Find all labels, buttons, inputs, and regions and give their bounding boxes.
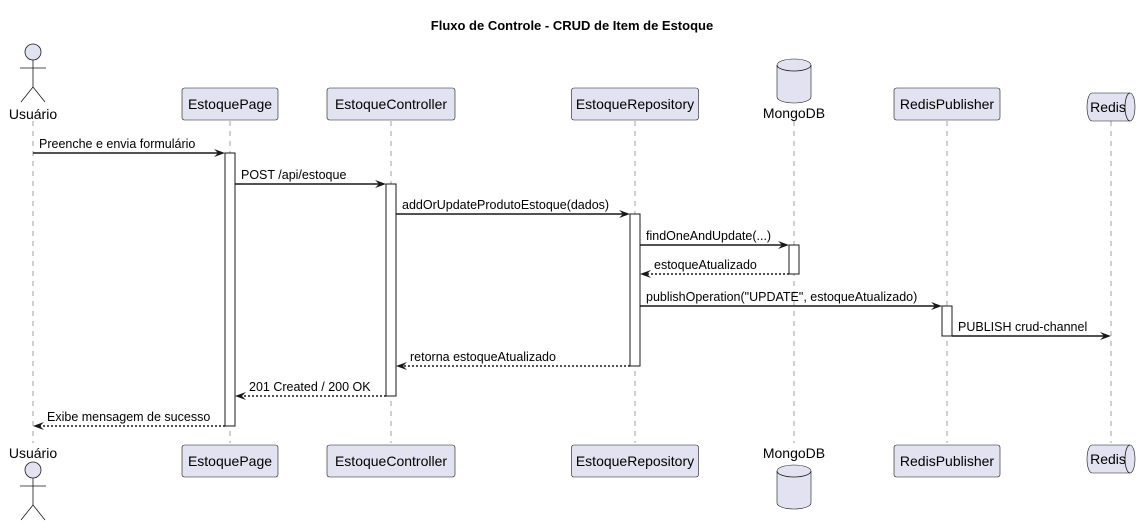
participant-redis-bottom: Redis (1086, 444, 1136, 474)
participant-box (571, 87, 699, 121)
message-label: Exibe mensagem de sucesso (47, 410, 210, 424)
actor-legs (20, 504, 46, 521)
participant-estoquerepository-bottom: EstoqueRepository (571, 444, 699, 478)
message-label: estoqueAtualizado (654, 258, 757, 272)
participant-estoquepage-bottom: EstoquePage (181, 444, 279, 478)
activation-bars (224, 152, 953, 427)
participant-box (326, 444, 456, 478)
participant-label: EstoqueRepository (576, 453, 694, 469)
participant-label: Usuário (9, 106, 57, 122)
participant-mongodb-top: MongoDB (763, 58, 825, 121)
participant-estoquecontroller-bottom: EstoqueController (326, 444, 456, 478)
participant-redis-top: Redis (1086, 92, 1136, 122)
participant-label: EstoqueRepository (576, 96, 694, 112)
participant-label: MongoDB (763, 105, 825, 121)
message-arrowhead (931, 302, 942, 310)
message-1: Preenche e envia formulário (33, 137, 225, 157)
lifelines (32, 121, 1112, 443)
message-label: Preenche e envia formulário (39, 137, 195, 151)
activation-mongodb (788, 244, 800, 275)
participant-box (181, 87, 279, 121)
message-2: POST /api/estoque (235, 168, 386, 188)
participant-redispublisher-top: RedisPublisher (893, 87, 1001, 121)
actor-head (24, 43, 42, 61)
message-label: PUBLISH crud-channel (958, 320, 1087, 334)
message-label: 201 Created / 200 OK (249, 380, 371, 394)
actor-legs (20, 86, 46, 103)
participant-label: EstoqueController (335, 453, 447, 469)
message-arrowhead (640, 270, 651, 278)
participant-label: RedisPublisher (900, 96, 994, 112)
database-icon (776, 464, 812, 510)
participant-estoquepage-top: EstoquePage (181, 87, 279, 121)
participant-label: EstoquePage (188, 96, 272, 112)
queue-rim (1124, 92, 1131, 122)
actor-head (24, 461, 42, 479)
participant-estoquecontroller-top: EstoqueController (326, 87, 456, 121)
participant-box (326, 87, 456, 121)
participant-label: RedisPublisher (900, 453, 994, 469)
participant-label: MongoDB (763, 445, 825, 461)
message-label: retorna estoqueAtualizado (410, 350, 556, 364)
participant-mongodb-bottom: MongoDB (763, 445, 825, 510)
message-label: addOrUpdateProdutoEstoque(dados) (402, 198, 609, 212)
message-8: retorna estoqueAtualizado (396, 350, 630, 370)
participant-box (893, 444, 1001, 478)
activation-estoquerepository (629, 213, 641, 367)
message-arrowhead (375, 180, 386, 188)
participant-label: Redis (1090, 451, 1126, 467)
participant-label: Usuário (9, 445, 57, 461)
participant-usuario-bottom: Usuário (9, 445, 57, 521)
message-arrowhead (235, 392, 246, 400)
database-rim (776, 470, 812, 478)
activation-redispublisher (941, 305, 953, 337)
participant-redispublisher-bottom: RedisPublisher (893, 444, 1001, 478)
queue-rim (1124, 444, 1131, 474)
message-9: 201 Created / 200 OK (235, 380, 386, 400)
message-arrowhead (33, 422, 44, 430)
participants: UsuárioUsuárioEstoquePageEstoquePageEsto… (9, 43, 1136, 521)
participant-label: EstoquePage (188, 453, 272, 469)
message-label: findOneAndUpdate(...) (646, 229, 771, 243)
message-6: publishOperation("UPDATE", estoqueAtuali… (640, 290, 942, 310)
participant-box (181, 444, 279, 478)
message-arrowhead (778, 241, 789, 249)
participant-box (893, 87, 1001, 121)
message-label: publishOperation("UPDATE", estoqueAtuali… (646, 290, 917, 304)
message-arrowhead (619, 210, 630, 218)
message-3: addOrUpdateProdutoEstoque(dados) (396, 198, 630, 218)
activation-estoquecontroller (385, 183, 397, 397)
message-label: POST /api/estoque (241, 168, 346, 182)
message-4: findOneAndUpdate(...) (640, 229, 789, 249)
participant-box (571, 444, 699, 478)
message-arrowhead (1100, 332, 1111, 340)
participant-estoquerepository-top: EstoqueRepository (571, 87, 699, 121)
message-5: estoqueAtualizado (640, 258, 789, 278)
message-arrowhead (214, 149, 225, 157)
message-7: PUBLISH crud-channel (952, 320, 1111, 340)
participant-label: EstoqueController (335, 96, 447, 112)
database-icon (776, 58, 812, 104)
message-10: Exibe mensagem de sucesso (33, 410, 225, 430)
activation-estoquepage (224, 152, 236, 427)
diagram-title: Fluxo de Controle - CRUD de Item de Esto… (431, 18, 713, 33)
database-rim (776, 64, 812, 72)
message-arrowhead (396, 362, 407, 370)
participant-usuario-top: Usuário (9, 43, 57, 122)
participant-label: Redis (1090, 99, 1126, 115)
